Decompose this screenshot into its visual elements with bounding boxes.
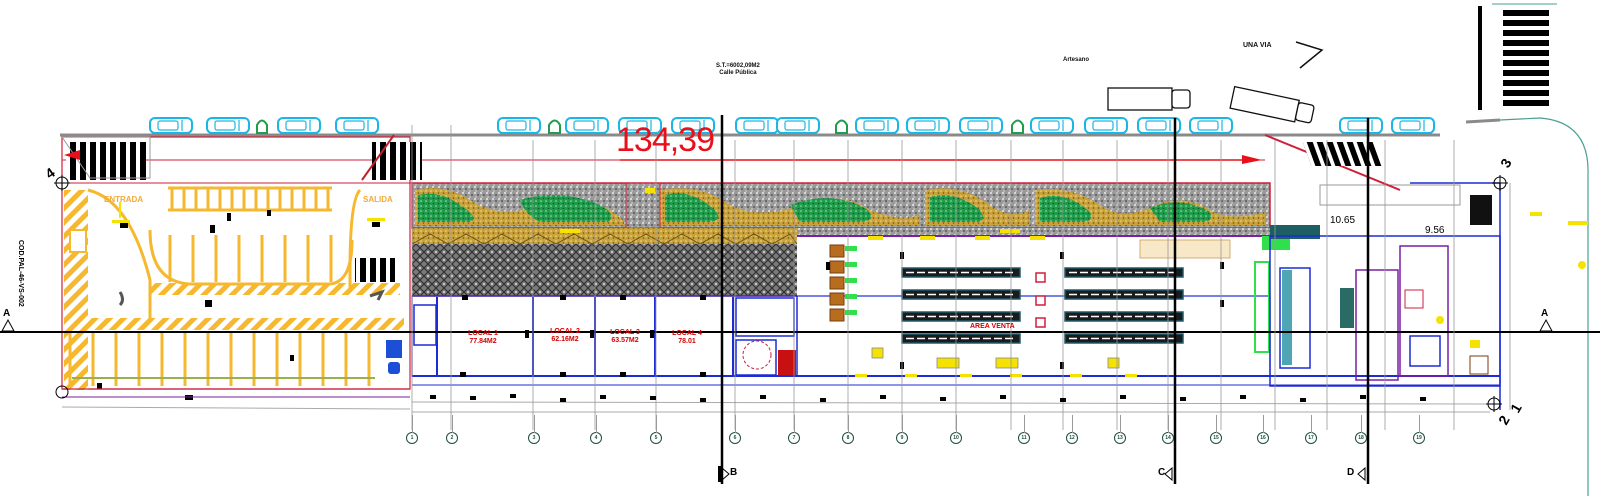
- local-3: LOCAL 3 63.57M2: [600, 329, 650, 345]
- local-1: LOCAL 1 77.84M2: [458, 330, 508, 346]
- section-b: B: [730, 467, 738, 478]
- grid-axis-6: 6: [729, 415, 741, 444]
- street-info-line2: Calle Pública: [719, 70, 757, 76]
- local-1-area: 77.84M2: [469, 338, 497, 345]
- local-4: LOCAL 4 78.01: [662, 330, 712, 346]
- grid-axis-13: 13: [1114, 415, 1126, 444]
- grid-axis-16: 16: [1257, 415, 1269, 444]
- grid-axis-11: 11: [1018, 415, 1030, 444]
- grid-axis-1: 1: [406, 415, 418, 444]
- truck-1: [1107, 87, 1191, 111]
- sales-area-label: AREA VENTA: [970, 323, 1015, 330]
- local-2-area: 62.16M2: [551, 336, 579, 343]
- garden-waves: [415, 187, 1265, 225]
- local-2: LOCAL 2 62.16M2: [540, 328, 590, 344]
- one-way-label: UNA VIA: [1243, 42, 1272, 49]
- grid-axis-9: 9: [896, 415, 908, 444]
- local-2-name: LOCAL 2: [550, 328, 580, 335]
- grid-axis-3: 3: [528, 415, 540, 444]
- local-4-area: 78.01: [678, 338, 696, 345]
- dimension-10-65: 10.65: [1330, 215, 1356, 226]
- grid-axis-18: 18: [1355, 415, 1367, 444]
- grid-axis-7: 7: [788, 415, 800, 444]
- top-right-label: Artesano: [1063, 57, 1090, 63]
- side-code-label: COD.PAL-46-VS-002: [17, 240, 24, 307]
- local-3-area: 63.57M2: [611, 337, 639, 344]
- local-1-name: LOCAL 1: [468, 330, 498, 337]
- grid-axis-4: 4: [590, 415, 602, 444]
- street-info-line1: S.T.=6002,09M2: [716, 63, 760, 69]
- street-info: S.T.=6002,09M2 Calle Pública: [716, 63, 760, 77]
- local-4-name: LOCAL 4: [672, 330, 702, 337]
- section-c: C: [1158, 467, 1166, 478]
- section-a-right: A: [1541, 308, 1549, 319]
- grid-axis-15: 15: [1210, 415, 1222, 444]
- grid-axis-14: 14: [1162, 415, 1174, 444]
- truck-2: [1229, 85, 1315, 124]
- grid-axis-5: 5: [650, 415, 662, 444]
- grid-axis-2: 2: [446, 415, 458, 444]
- grid-axis-10: 10: [950, 415, 962, 444]
- grid-axis-12: 12: [1066, 415, 1078, 444]
- local-3-name: LOCAL 3: [610, 329, 640, 336]
- main-dimension: 134,39: [616, 121, 715, 159]
- grid-axis-8: 8: [842, 415, 854, 444]
- street-cars: [149, 117, 1435, 134]
- entrance-label: ENTRADA: [104, 195, 144, 204]
- section-d: D: [1347, 467, 1355, 478]
- exit-label: SALIDA: [363, 195, 393, 204]
- grid-axis-19: 19: [1413, 415, 1425, 444]
- section-a-left: A: [3, 308, 11, 319]
- dimension-9-56: 9.56: [1425, 225, 1445, 236]
- grid-axis-17: 17: [1305, 415, 1317, 444]
